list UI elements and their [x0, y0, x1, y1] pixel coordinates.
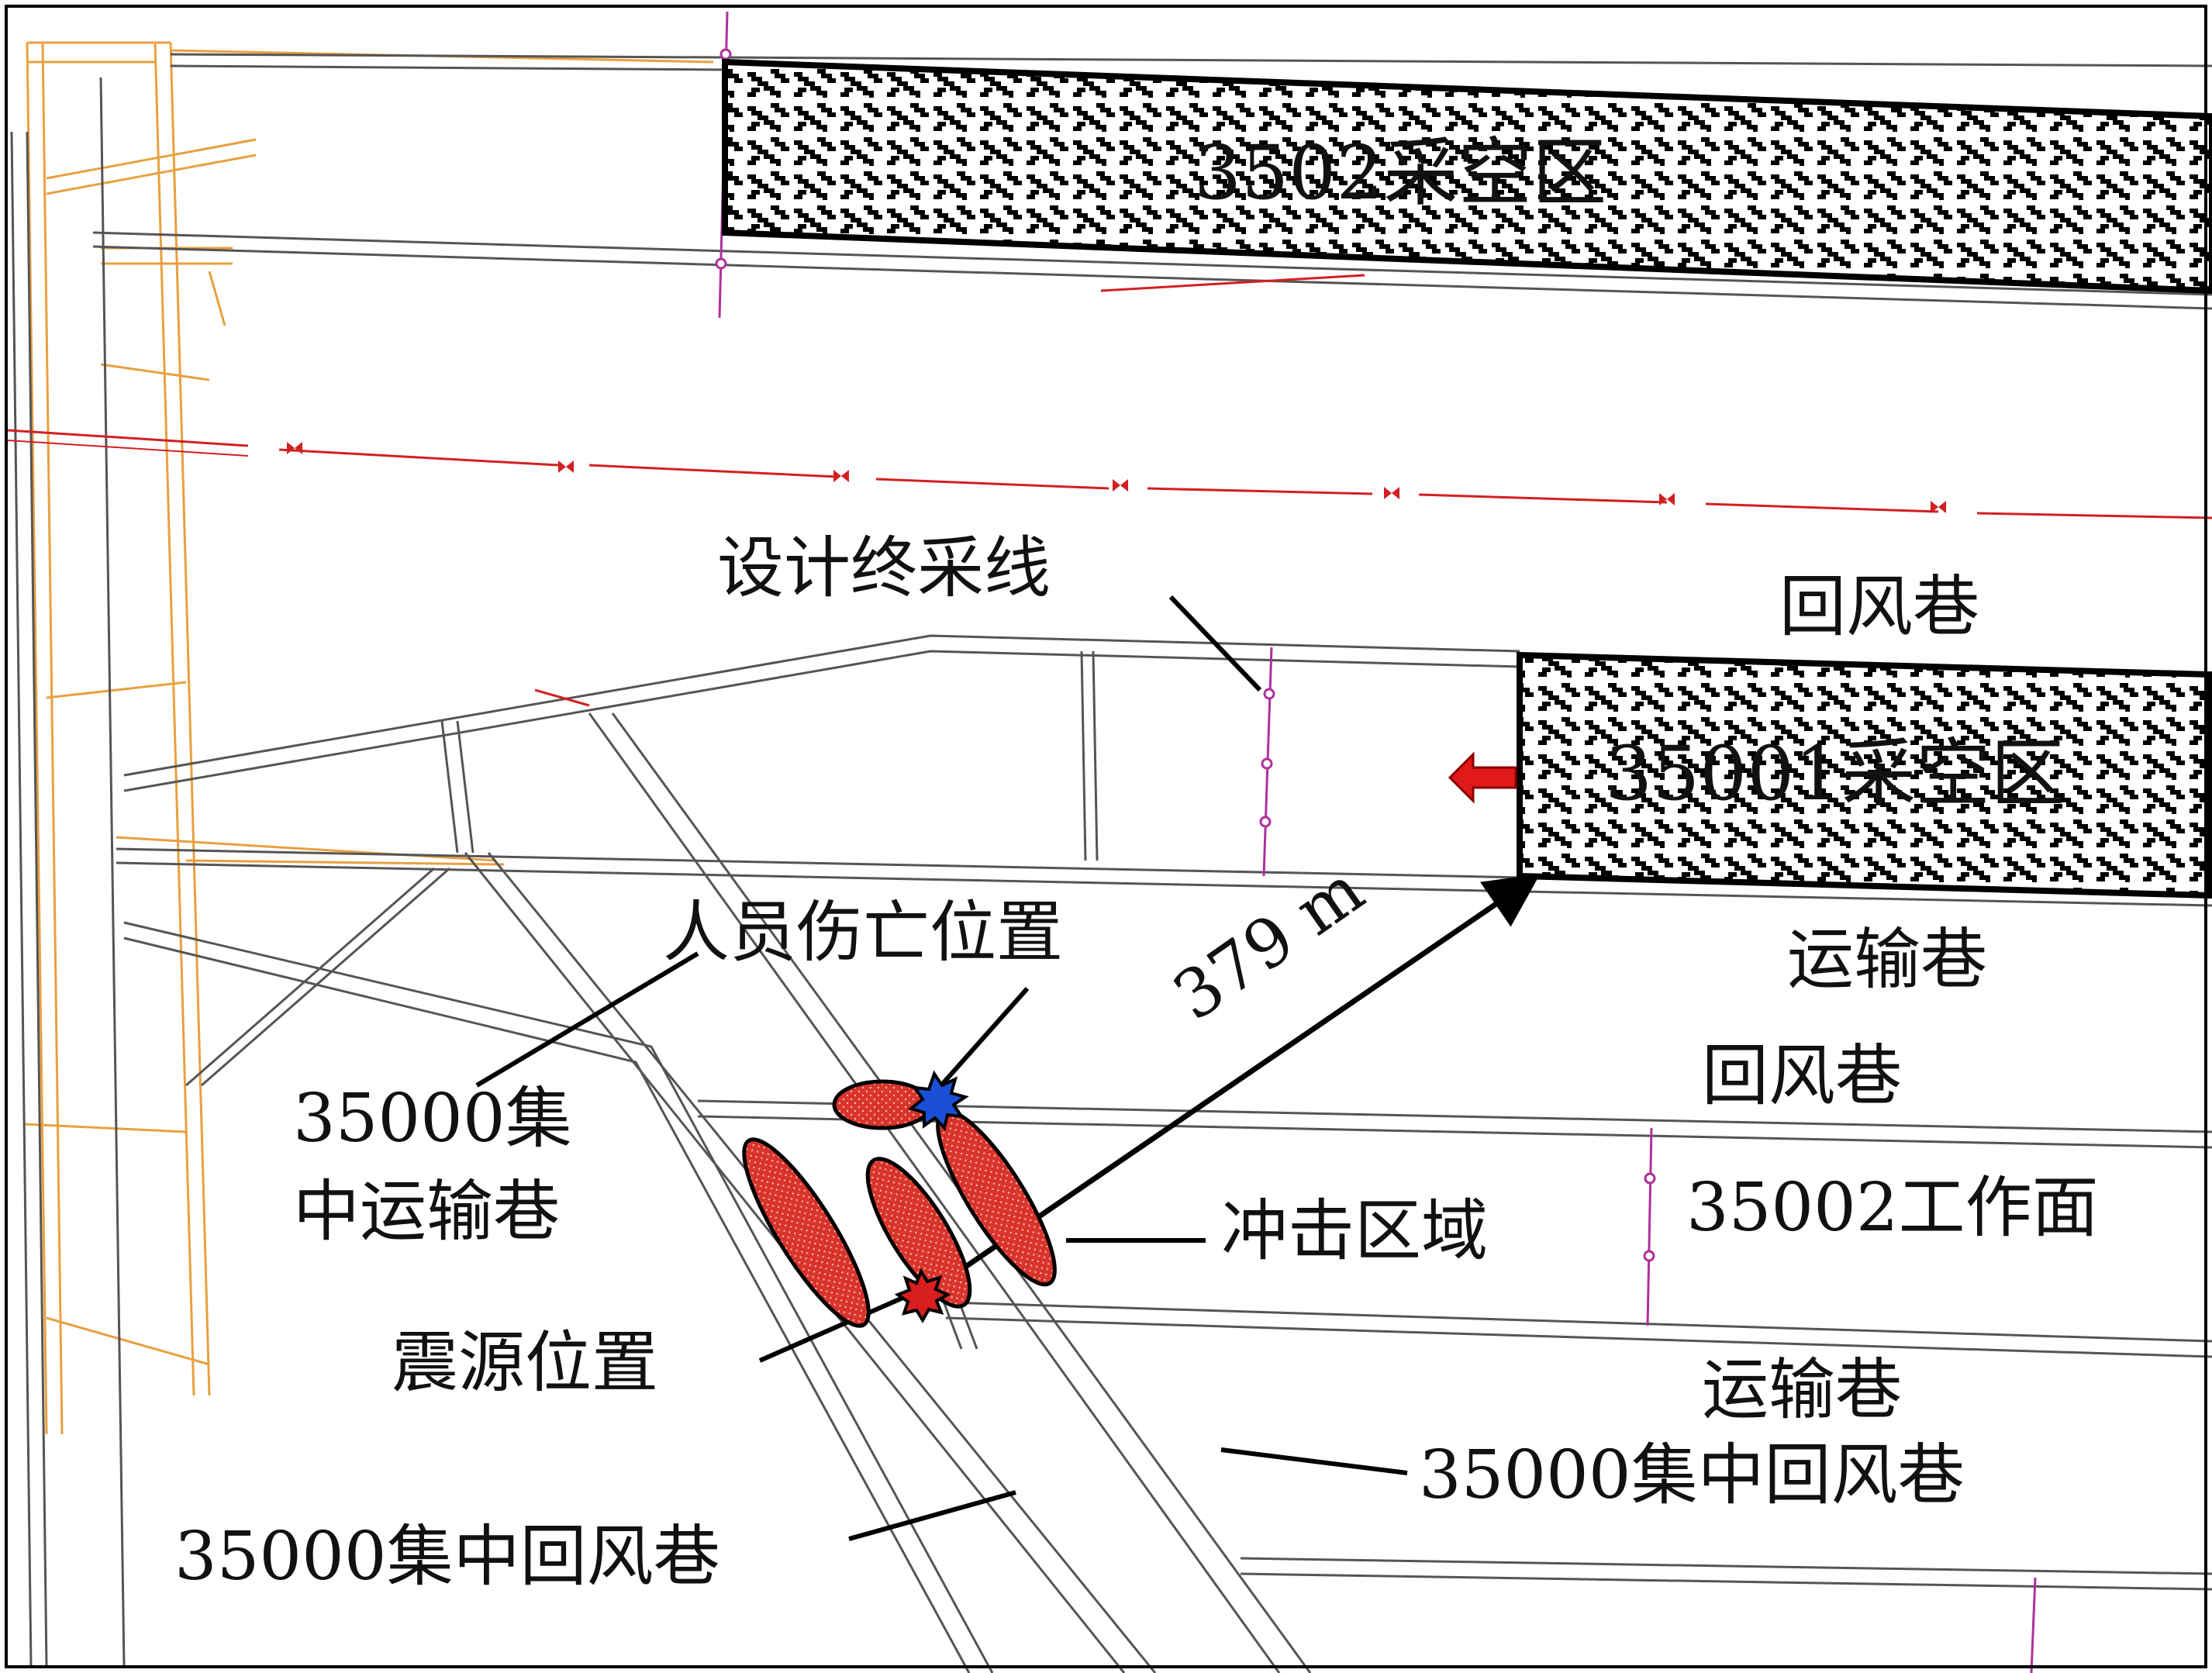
label-casualty-location: 人员伤亡位置 [663, 894, 1063, 971]
label-haulage-roadway-1: 运输巷 [1787, 921, 1987, 999]
leader-return-right [1220, 1447, 1408, 1475]
leader-casualty-to-roadway [475, 951, 699, 1088]
advance-arrow-icon [1448, 751, 1517, 804]
label-goaf-35001: 35001采空区 [1605, 730, 2065, 817]
impact-ellipse-3 [865, 1157, 972, 1309]
impact-zone-ellipses [742, 1079, 1057, 1328]
goaf-3502 [722, 58, 2212, 295]
label-central-return-left: 35000集中回风巷 [174, 1518, 720, 1595]
leader-casualty-to-star [932, 987, 1030, 1095]
label-central-return-right: 35000集中回风巷 [1419, 1437, 1965, 1514]
leader-design-stop-line [1168, 595, 1262, 692]
label-return-roadway-2: 回风巷 [1702, 1037, 1902, 1115]
red-boundary-markers [287, 442, 1946, 513]
label-return-roadway-1: 回风巷 [1779, 568, 1979, 646]
leader-lines [475, 595, 1408, 1541]
label-central-haulage-line2: 中运输巷 [293, 1173, 560, 1250]
impact-ellipse-2 [742, 1137, 871, 1328]
leader-return-left [848, 1490, 1016, 1541]
label-goaf-3502: 3502采空区 [1194, 129, 1607, 216]
source-star-icon [894, 1268, 951, 1323]
label-working-face-35002: 35002工作面 [1686, 1169, 2099, 1247]
left-orange-roadways [22, 41, 714, 1435]
casualty-star-icon [907, 1070, 969, 1132]
survey-points [715, 48, 1656, 1262]
label-haulage-roadway-2: 运输巷 [1702, 1351, 1902, 1429]
label-impact-zone: 冲击区域 [1221, 1192, 1488, 1270]
goaf-35001 [1517, 651, 2212, 899]
label-design-stop-line: 设计终采线 [717, 529, 1051, 607]
leader-source [758, 1288, 920, 1363]
label-central-haulage-line1: 35000集 [293, 1080, 572, 1157]
red-boundary-lines [7, 274, 2212, 707]
label-source-location: 震源位置 [392, 1324, 658, 1402]
